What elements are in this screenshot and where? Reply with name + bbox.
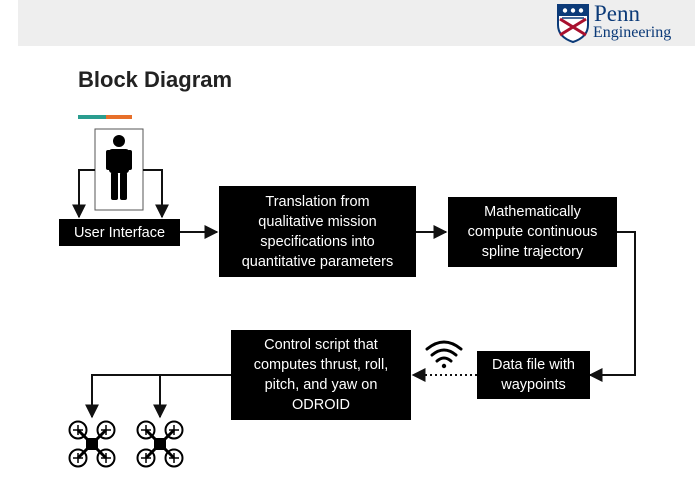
logo-text-penn: Penn [594,1,640,26]
slide-title: Block Diagram [78,67,233,92]
wifi-icon [425,340,463,369]
node-user-interface: User Interface [59,219,180,246]
arrow-user-left [72,169,95,219]
arrow-user-right [143,169,169,219]
logo-text-engineering: Engineering [593,24,672,41]
drone-icon [136,420,184,468]
arrow-spline-datafile [588,231,636,382]
penn-engineering-logo: Penn Engineering [556,1,678,45]
penn-shield-icon [557,4,589,44]
drone-icon [68,420,116,468]
node-spline-trajectory: Mathematically compute continuous spline… [448,197,617,267]
accent-bar-teal [78,115,106,119]
node-control-script: Control script that computes thrust, rol… [231,330,411,420]
accent-bar-orange [106,115,132,119]
node-data-file: Data file with waypoints [477,351,590,399]
arrow-control-drone-1 [85,374,231,419]
person-icon [106,135,132,200]
node-translation: Translation from qualitative mission spe… [219,186,416,277]
